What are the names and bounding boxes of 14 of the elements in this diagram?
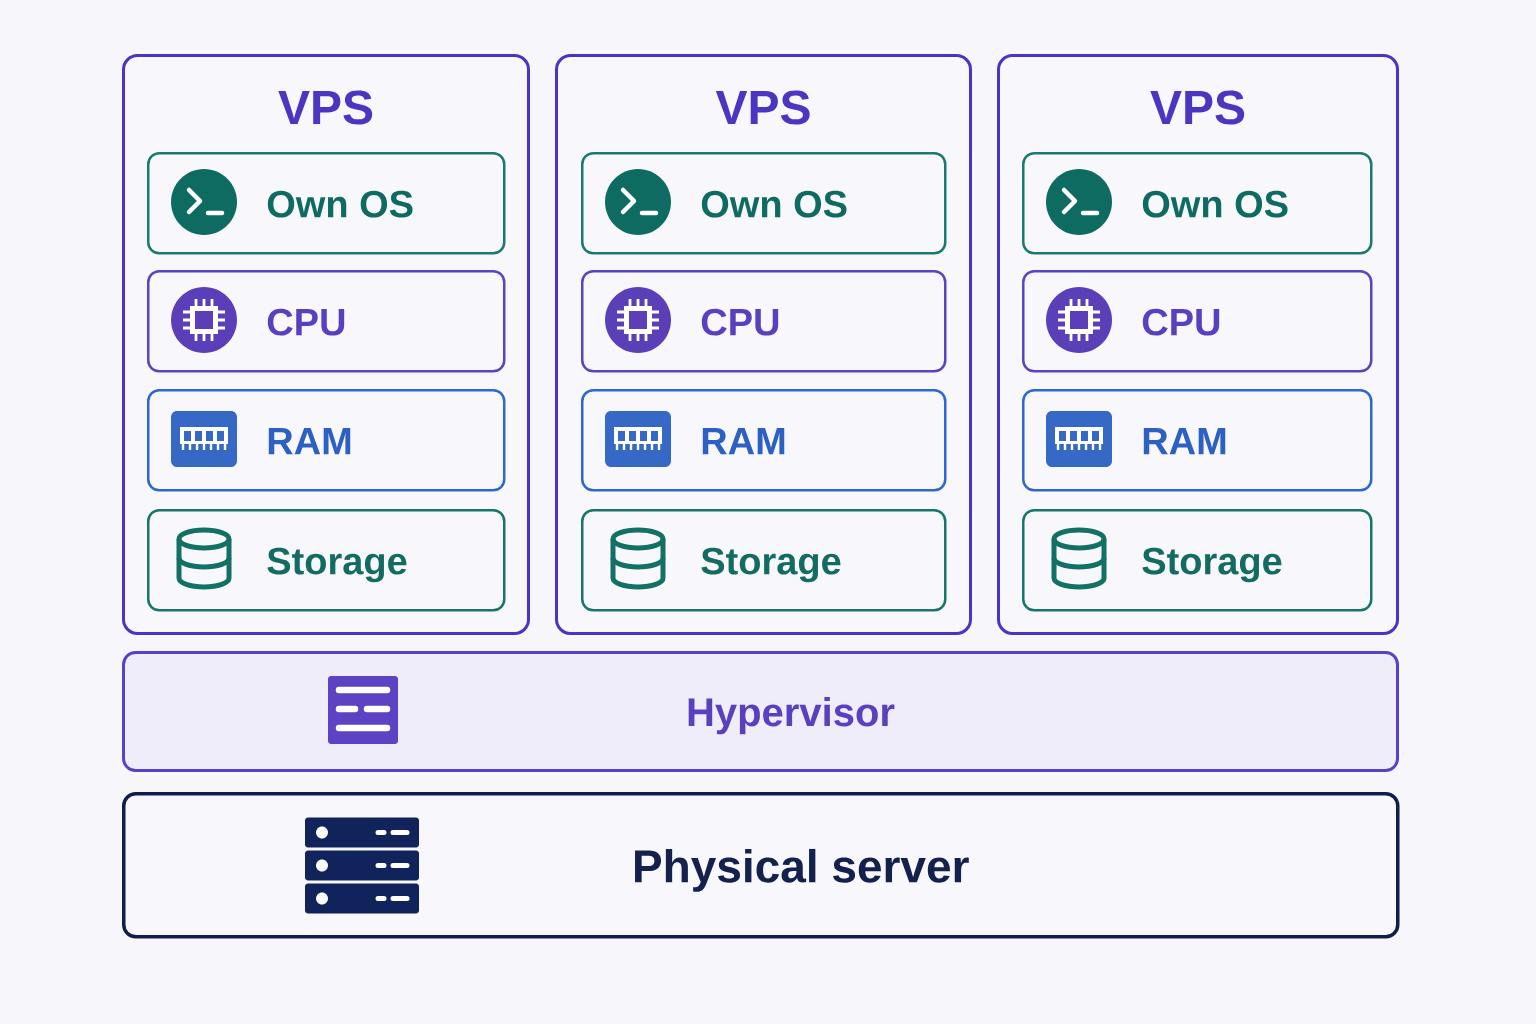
resource-box: Storage bbox=[581, 509, 947, 612]
resource-box: CPU bbox=[147, 270, 506, 373]
resource-box: RAM bbox=[1022, 389, 1373, 492]
resource-box: CPU bbox=[581, 270, 947, 373]
resource-box: RAM bbox=[147, 389, 506, 492]
resource-box: Own OS bbox=[581, 152, 947, 255]
layer-box: Physical server bbox=[122, 792, 1400, 939]
layer-box: Hypervisor bbox=[122, 651, 1399, 772]
resource-box: Storage bbox=[147, 509, 506, 612]
resource-box: Own OS bbox=[1022, 152, 1373, 255]
resource-box: RAM bbox=[581, 389, 947, 492]
resource-box: Own OS bbox=[147, 152, 506, 255]
resource-box: CPU bbox=[1022, 270, 1373, 373]
resource-box: Storage bbox=[1022, 509, 1373, 612]
